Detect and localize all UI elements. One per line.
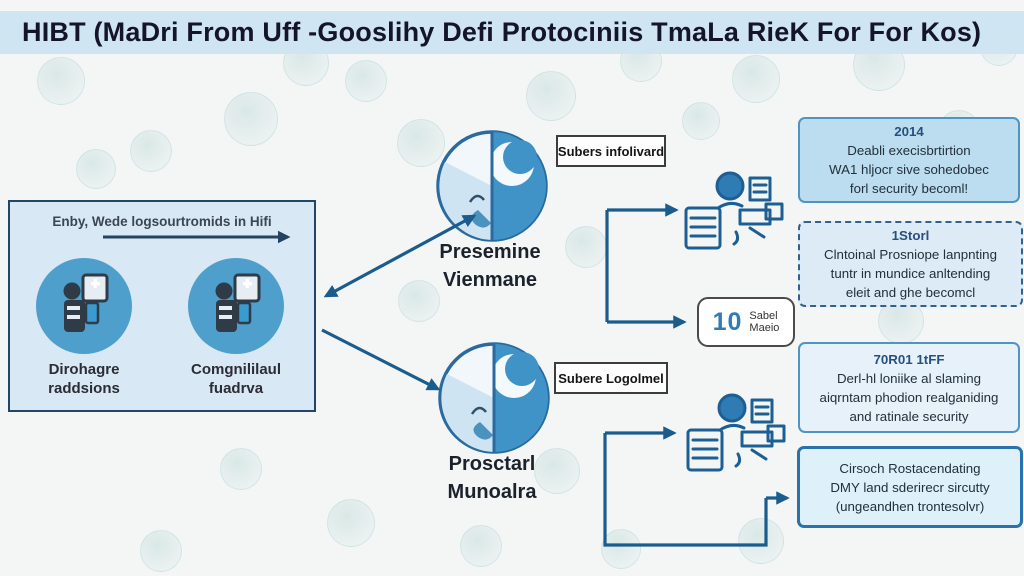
watermark-circle — [220, 448, 262, 490]
entry-item-icon-1 — [36, 258, 132, 354]
watermark-circle — [526, 71, 576, 121]
watermark-circle — [601, 529, 641, 569]
stage-tag-2: Subere Logolmel — [554, 362, 668, 394]
entry-item-label-1: Dirohagre raddsions — [48, 361, 120, 397]
process-pie-icon-1 — [436, 130, 548, 242]
worker-doodle-icon — [215, 273, 261, 332]
watermark-circle — [534, 448, 580, 494]
stage-label-1: Presemine Vienmane — [439, 241, 541, 291]
watermark-circle — [460, 525, 502, 567]
badge-label: Sabel Maeio — [749, 310, 780, 334]
watermark-circle — [738, 518, 784, 564]
worker-doodle-icon — [63, 273, 109, 332]
watermark-circle — [130, 130, 172, 172]
watermark-circle — [76, 149, 116, 189]
outcome-box-3: 70R01 1tFF Derl-hl loniike al slaming ai… — [798, 342, 1020, 433]
watermark-circle — [397, 119, 445, 167]
watermark-circle — [224, 92, 278, 146]
outcome-box-2: 1Storl Clntoinal Prosniope lanpnting tun… — [798, 221, 1023, 307]
entry-item-icon-2 — [188, 258, 284, 354]
stage-tag-1: Subers infolivard — [556, 135, 666, 167]
watermark-circle — [682, 102, 720, 140]
entry-panel-header: Enby, Wede logsourtromids in Hifi — [52, 214, 272, 229]
watermark-circle — [37, 57, 85, 105]
watermark-circle — [565, 226, 607, 268]
arrow-to-stage2 — [321, 328, 441, 391]
outcome-box-4: Cirsoch Rostacendating DMY land sderirec… — [797, 446, 1023, 528]
watermark-circle — [140, 530, 182, 572]
stage-label-2: Prosctarl Munoalra — [447, 453, 537, 503]
person-at-computer-icon-2 — [686, 393, 786, 472]
watermark-circle — [327, 499, 375, 547]
badge-number: 10 — [712, 307, 743, 336]
process-pie-icon-2 — [438, 342, 550, 454]
person-at-computer-icon-1 — [684, 171, 784, 250]
title-band: HIBT (MaDri From Uff -Gooslihy Defi Prot… — [0, 11, 1024, 54]
watermark-circle — [732, 55, 780, 103]
entry-panel: Enby, Wede logsourtromids in Hifi — [8, 200, 316, 412]
page-title: HIBT (MaDri From Uff -Gooslihy Defi Prot… — [22, 17, 982, 47]
outcome-box-1: 2014 Deabli execisbrtirtion WA1 hljocr s… — [798, 117, 1020, 203]
sabel-maeio-badge: 10 Sabel Maeio — [697, 297, 795, 347]
watermark-circle — [345, 60, 387, 102]
entry-item-label-2: Comgnililaul fuadrva — [191, 361, 281, 397]
